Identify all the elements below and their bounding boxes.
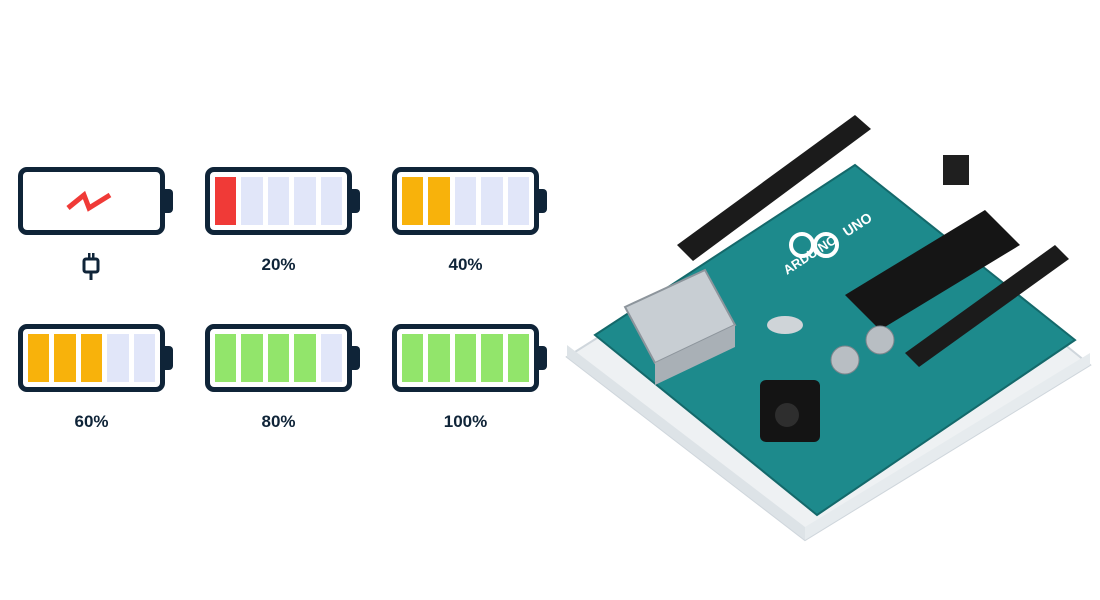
battery-terminal [351,346,360,370]
battery-cell [80,334,103,382]
arduino-uno-board-image: ARDUINO UNO [565,115,1092,542]
battery-caption: 60% [74,412,109,431]
battery-terminal [538,189,547,213]
battery-cell [241,334,263,382]
battery-cell [454,334,477,382]
battery-80-percent [205,324,360,392]
battery-cell [402,334,424,382]
battery-cell [428,334,450,382]
battery-cell [107,334,129,382]
battery-cell [507,334,530,382]
battery-20-percent [205,167,360,235]
battery-cell [428,177,450,225]
battery-cell [481,334,503,382]
digital-header [677,115,871,261]
usb-plug-icon [82,253,100,280]
battery-cell [267,177,290,225]
analog-header [905,245,1069,367]
battery-caption: 20% [261,255,296,274]
battery-cell [133,334,156,382]
battery-40-percent [392,167,547,235]
battery-cell [241,177,263,225]
battery-cell [481,177,503,225]
battery-terminal [164,346,173,370]
battery-cell [215,334,237,382]
battery-60-percent [18,324,173,392]
battery-cell [320,334,343,382]
battery-cell [28,334,50,382]
battery-cell [267,334,290,382]
battery-cell [320,177,343,225]
battery-caption: 100% [443,412,488,431]
arduino-logo [789,232,839,258]
battery-caption: 40% [448,255,483,274]
battery-terminal [164,189,173,213]
battery-cell [454,177,477,225]
battery-cell [507,177,530,225]
battery-charging [18,167,173,235]
battery-cell [215,177,237,225]
battery-terminal [538,346,547,370]
battery-100-percent [392,324,547,392]
microcontroller-chip [845,210,1020,330]
charging-bolt-icon [66,190,112,212]
battery-cell [294,334,316,382]
battery-cell [294,177,316,225]
battery-terminal [351,189,360,213]
battery-caption: 80% [261,412,296,431]
battery-cell [54,334,76,382]
battery-cell [402,177,424,225]
